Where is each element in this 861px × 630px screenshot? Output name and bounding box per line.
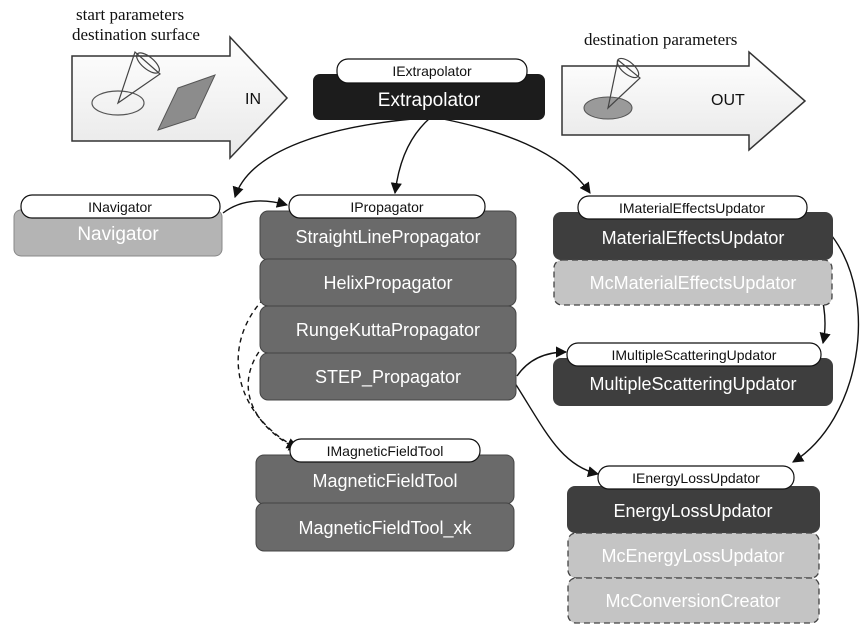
scattering-group: MultipleScatteringUpdator IMultipleScatt… — [553, 342, 833, 406]
destination-surface-label: destination surface — [72, 25, 200, 44]
iextrapolator-label: IExtrapolator — [392, 63, 472, 79]
imagneticfield-tag[interactable] — [289, 438, 481, 463]
energyloss-impl-2[interactable] — [567, 577, 820, 624]
iscattering-label: IMultipleScatteringUpdator — [612, 347, 777, 363]
out-arrow — [561, 50, 807, 152]
materialeffects-group: MaterialEffectsUpdator McMaterialEffects… — [553, 195, 833, 306]
destination-surface-icon — [157, 74, 216, 131]
magneticfield-impl-label: MagneticFieldTool — [312, 471, 457, 491]
arrow-to-materialeffects — [437, 117, 591, 194]
out-label: OUT — [711, 92, 745, 109]
imagneticfield-label: IMagneticFieldTool — [327, 443, 444, 459]
materialeffects-impl-label: MaterialEffectsUpdator — [602, 228, 785, 248]
destination-parameters-label: destination parameters — [584, 30, 737, 49]
extrapolator-label: Extrapolator — [378, 90, 481, 111]
ienergyloss-label: IEnergyLossUpdator — [632, 470, 760, 486]
navigator-group: Navigator INavigator — [13, 194, 223, 257]
materialeffects-impl-label: McMaterialEffectsUpdator — [590, 273, 797, 293]
energyloss-group: EnergyLossUpdator McEnergyLossUpdator Mc… — [567, 465, 820, 624]
imaterialeffects-tag[interactable] — [577, 195, 808, 220]
propagator-impl-label: StraightLinePropagator — [295, 227, 480, 247]
energyloss-impl-label: McEnergyLossUpdator — [601, 546, 784, 566]
magneticfield-impl-label: MagneticFieldTool_xk — [298, 518, 472, 539]
start-parameters-label: start parameters — [76, 5, 184, 24]
extrapolator-group: Extrapolator IExtrapolator — [313, 58, 545, 120]
propagator-impl-label: STEP_Propagator — [315, 367, 461, 388]
scattering-impl-label: MultipleScatteringUpdator — [589, 374, 796, 394]
magneticfield-impl-1[interactable] — [255, 502, 515, 552]
scattering-impl-0[interactable] — [553, 358, 833, 406]
iscattering-tag[interactable] — [566, 342, 822, 367]
arrow-to-navigator — [232, 117, 426, 199]
propagator-impl-label: RungeKuttaPropagator — [296, 320, 480, 340]
arrow-step-to-energyloss — [512, 379, 600, 478]
energyloss-impl-label: McConversionCreator — [605, 591, 780, 611]
propagator-impl-3[interactable] — [259, 352, 517, 401]
magneticfield-group: MagneticFieldTool MagneticFieldTool_xk I… — [255, 438, 515, 552]
materialeffects-impl-1[interactable] — [553, 259, 833, 306]
energyloss-impl-0[interactable] — [567, 486, 820, 533]
ipropagator-label: IPropagator — [350, 199, 423, 215]
ipropagator-tag[interactable] — [288, 194, 486, 219]
navigator-label: Navigator — [77, 224, 159, 245]
arrow-navigator-to-propagator — [222, 196, 289, 214]
start-parameters-icon — [91, 50, 161, 116]
arrow-step-to-scattering — [516, 346, 568, 377]
energyloss-impl-label: EnergyLossUpdator — [613, 501, 772, 521]
inavigator-label: INavigator — [88, 199, 152, 215]
destination-parameters-icon — [583, 57, 641, 120]
extrapolator-box[interactable] — [313, 74, 545, 120]
inavigator-tag[interactable] — [20, 194, 221, 219]
iextrapolator-tag[interactable] — [336, 58, 528, 84]
propagator-impl-label: HelixPropagator — [323, 273, 452, 293]
propagator-group: StraightLinePropagator HelixPropagator R… — [259, 194, 517, 401]
imaterialeffects-label: IMaterialEffectsUpdator — [619, 200, 765, 216]
materialeffects-impl-0[interactable] — [553, 212, 833, 260]
in-label: IN — [245, 91, 261, 108]
arrow-to-propagator — [390, 117, 431, 195]
energyloss-impl-1[interactable] — [567, 532, 820, 579]
ienergyloss-tag[interactable] — [597, 465, 795, 490]
arrow-material-to-energyloss — [792, 235, 860, 463]
